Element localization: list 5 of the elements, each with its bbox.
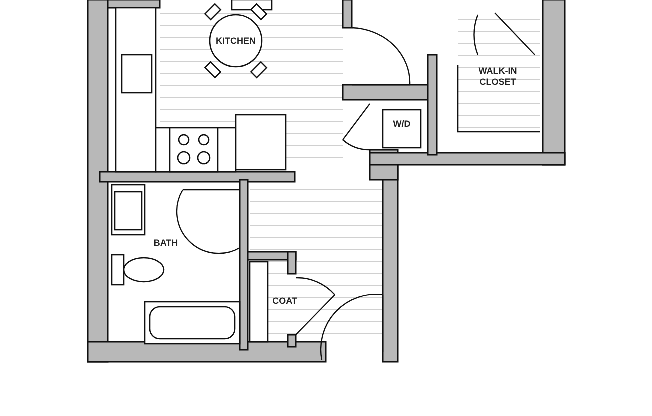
room-label: COAT xyxy=(272,296,298,307)
room-label: KITCHEN xyxy=(215,36,257,47)
room-label: BATH xyxy=(152,238,180,249)
room-label: WALK-IN CLOSET xyxy=(478,66,518,88)
room-label: W/D xyxy=(392,119,412,130)
